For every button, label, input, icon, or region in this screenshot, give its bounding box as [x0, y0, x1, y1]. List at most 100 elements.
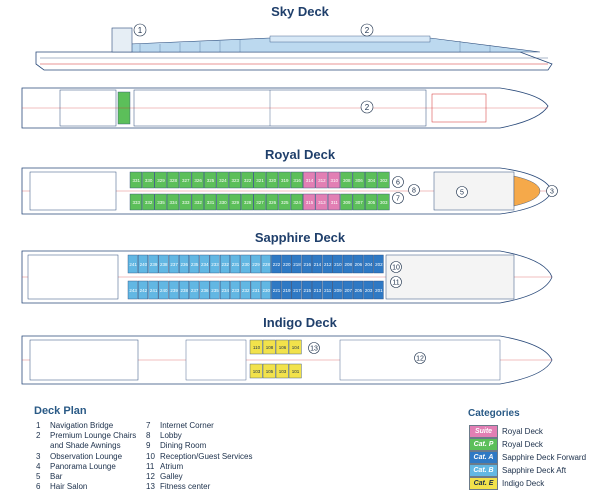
- cabin-top: [204, 171, 217, 189]
- cabin-bottom: [315, 193, 328, 211]
- cabin-top: [178, 254, 189, 274]
- marker-circle: [408, 184, 420, 196]
- cabin-number: 241: [150, 288, 158, 293]
- cabin-number: 233: [232, 288, 240, 293]
- cabin-top: [266, 171, 279, 189]
- cabin-number: 103: [253, 369, 261, 374]
- cabin-top: [315, 171, 328, 189]
- cabin-number: 208: [344, 262, 352, 267]
- cabin-top: [189, 254, 200, 274]
- cabin-number: 305: [368, 200, 376, 205]
- cabin-top: [199, 254, 210, 274]
- cabin-top: [249, 339, 263, 355]
- marker-circle: [392, 176, 404, 188]
- cabin-number: 303: [380, 200, 388, 205]
- cabin-top: [377, 171, 390, 189]
- cabin-number: 206: [355, 262, 363, 267]
- cabin-number: 324: [219, 178, 227, 183]
- legend-item-number: 2: [36, 431, 41, 441]
- cabin-number: 209: [334, 288, 342, 293]
- legend-item-number: 7: [146, 421, 151, 430]
- cabin-bottom: [352, 193, 365, 211]
- cabin-number: 205: [355, 288, 363, 293]
- cabin-number: 241: [129, 262, 137, 267]
- cabin-number: 105: [266, 369, 274, 374]
- cabin-top: [228, 171, 242, 189]
- marker-2-profile: 2: [365, 26, 370, 35]
- legend-item-number: 6: [36, 482, 41, 492]
- cabin-top: [209, 254, 220, 274]
- cabin-top: [332, 254, 343, 274]
- sky-deck-title: Sky Deck: [271, 4, 329, 19]
- cabin-bottom: [271, 280, 282, 300]
- legend-item-label: Premium Lounge Chairs: [50, 431, 137, 441]
- cabin-bottom: [148, 280, 159, 300]
- cabin-number: 213: [314, 288, 322, 293]
- cabin-number: 322: [244, 178, 252, 183]
- cabin-top: [278, 171, 291, 189]
- cabin-bottom: [250, 280, 261, 300]
- cabin-number: 306: [355, 178, 363, 183]
- cabin-bottom: [199, 280, 210, 300]
- cabin-top: [275, 339, 289, 355]
- marker-circle: [414, 352, 426, 364]
- legend-item-number: 9: [146, 441, 151, 451]
- cabin-number: 335: [157, 200, 165, 205]
- cabin-number: 207: [344, 288, 352, 293]
- cabin-number: 210: [334, 262, 342, 267]
- marker-label: 11: [392, 280, 399, 287]
- legend-item-number: 1: [36, 421, 41, 430]
- legend-item: and Shade Awnings: [36, 441, 136, 451]
- cabin-top: [127, 254, 138, 274]
- cabin-top: [312, 254, 323, 274]
- cabin-number: 326: [269, 200, 277, 205]
- cabin-number: 332: [194, 200, 202, 205]
- marker-label: 3: [550, 189, 554, 196]
- cabin-top: [129, 171, 143, 189]
- legend-item-label: Fitness center: [160, 482, 211, 492]
- cabin-number: 334: [170, 200, 178, 205]
- cabin-top: [301, 254, 312, 274]
- category-label: Sapphire Deck Aft: [502, 466, 567, 475]
- cabin-bottom: [253, 193, 266, 211]
- cabin-bottom: [260, 280, 271, 300]
- legend-item-label: Hair Salon: [50, 482, 88, 492]
- cabin-number: 217: [293, 288, 301, 293]
- cabin-number: 204: [365, 262, 373, 267]
- cabin-bottom: [158, 280, 169, 300]
- cabin-number: 238: [181, 288, 189, 293]
- legend-item-number: 10: [146, 451, 155, 461]
- category-chip: Cat. E: [469, 477, 498, 490]
- cabin-number: 243: [129, 288, 137, 293]
- cabin-number: 106: [279, 345, 287, 350]
- cabin-number: 212: [324, 262, 332, 267]
- marker-circle: [308, 342, 320, 354]
- cabin-bottom: [365, 193, 378, 211]
- cabin-number: 302: [380, 178, 388, 183]
- cabin-number: 236: [201, 288, 209, 293]
- marker-label: 8: [412, 188, 416, 195]
- sky-deck-profile: 1 2: [35, 23, 553, 71]
- marker-circle: [456, 186, 468, 198]
- cabin-bottom: [377, 193, 390, 211]
- legend-item: 6 Hair Salon: [36, 482, 136, 492]
- cabin-number: 235: [211, 288, 219, 293]
- legend-item-label: and Shade Awnings: [50, 441, 121, 451]
- cabin-number: 101: [292, 369, 300, 374]
- legend-item: 7 Internet Corner: [146, 421, 253, 431]
- cabin-number: 304: [368, 178, 376, 183]
- legend-item-label: Internet Corner: [160, 421, 214, 430]
- cabin-bottom: [179, 193, 192, 211]
- legend-item-number: 11: [146, 461, 155, 471]
- cabin-top: [340, 171, 353, 189]
- cabin-number: 319: [281, 178, 289, 183]
- cabin-bottom: [249, 363, 263, 379]
- cabin-number: 327: [256, 200, 264, 205]
